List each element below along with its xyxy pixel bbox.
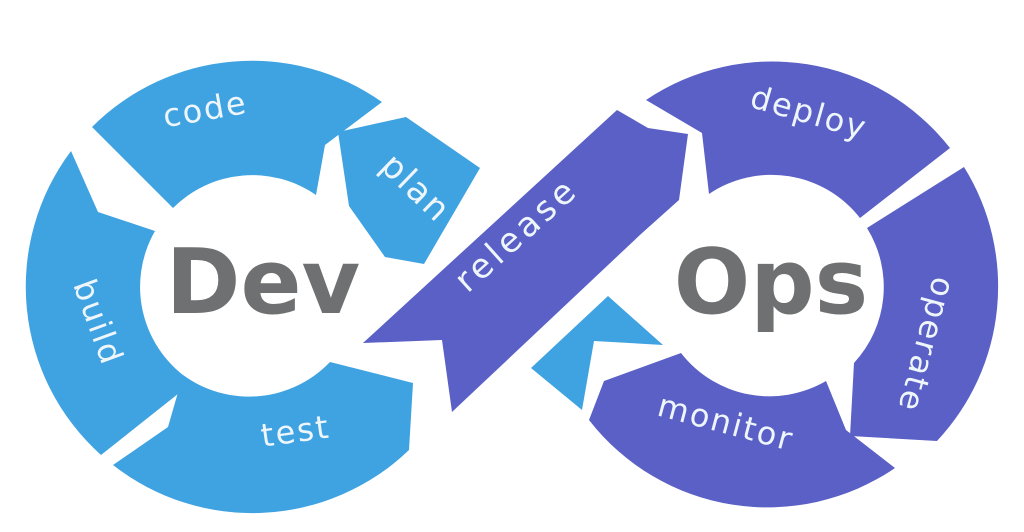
code-arc-segment — [92, 60, 382, 209]
plan-pentagon-segment — [338, 117, 480, 264]
dev-loop-title: Dev — [166, 230, 360, 335]
ops-loop-title: Ops — [674, 230, 869, 335]
operate-arc-segment — [850, 167, 999, 441]
test-arc-segment — [113, 362, 413, 514]
build-arc-segment — [25, 151, 194, 455]
loop-back-arrow-icon — [531, 296, 663, 410]
release-arrow-segment — [363, 110, 688, 412]
monitor-arc-segment — [589, 353, 895, 508]
deploy-arc-segment — [646, 61, 950, 218]
